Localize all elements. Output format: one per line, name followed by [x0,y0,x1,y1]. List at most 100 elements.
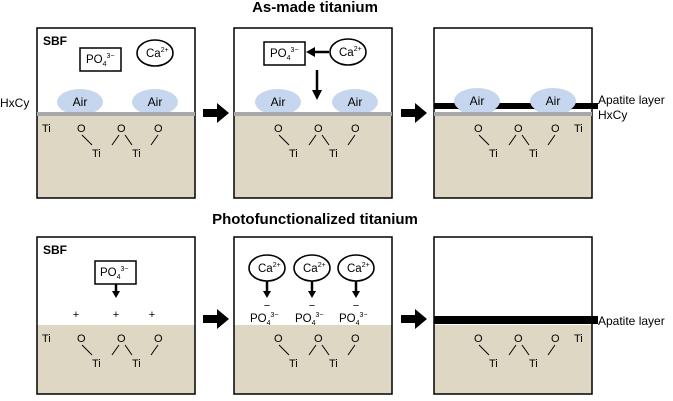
ti-atom-label: Ti [42,333,51,345]
titanium-substrate [234,325,392,394]
o-ti-bond [321,134,330,146]
sbf-label: SBF [43,34,67,48]
air-bubble [530,88,576,114]
phosphate-label: PO43− [86,53,115,68]
positive-charge: + [113,309,119,321]
panel: AirAirAirAirTiOOOTiTi [433,27,598,199]
right-arrow-icon [401,103,427,123]
right-arrow-icon [401,309,427,329]
phosphate-box [263,41,306,66]
oxygen-atom-label: O [551,333,560,345]
air-bubble [132,89,178,115]
oxygen-atom-label: O [117,123,126,135]
ti-atom-label: Ti [92,148,101,160]
oxygen-atom-label: O [77,123,86,135]
titanium-substrate [234,115,392,198]
titanium-substrate [434,325,592,394]
hxcy-layer [37,112,195,116]
label-apatite-layer-top: Apatite layer [598,93,665,107]
ti-atom-label: Ti [42,123,51,135]
oxygen-atom-label: O [551,123,560,135]
right-arrow-icon [203,309,229,329]
titanium-substrate [434,115,592,198]
phosphate-label: PO43− [295,312,324,327]
o-ti-bond [308,344,317,356]
negative-charge: − [309,300,315,312]
calcium-label: Ca2+ [258,262,281,275]
calcium-ion-bubble [329,38,367,66]
o-ti-bond [150,344,159,356]
phosphate-label: PO43− [339,312,368,327]
oxygen-atom-label: O [514,333,523,345]
air-label: Air [470,94,485,108]
ti-atom-label: Ti [529,148,538,160]
ti-atom-label: Ti [289,358,298,370]
panel-frame [36,236,196,395]
o-ti-bond [478,344,490,356]
hxcy-layer [234,112,392,116]
o-ti-bond [81,344,93,356]
oxygen-atom-label: O [77,333,86,345]
positive-charge: + [149,309,155,321]
panel-frame [233,236,393,395]
ti-atom-label: Ti [92,358,101,370]
down-arrow-icon [312,90,322,100]
o-ti-bond [521,134,530,146]
negative-charge: − [353,300,359,312]
air-bubble [255,89,301,115]
o-ti-bond [308,134,317,146]
ti-atom-label: Ti [529,358,538,370]
o-ti-bond [278,134,290,146]
o-ti-bond [508,344,517,356]
phosphate-label: PO43− [270,47,299,62]
oxygen-atom-label: O [314,333,323,345]
ti-atom-label: Ti [132,358,141,370]
air-label: Air [348,95,363,109]
title-as-made: As-made titanium [252,0,378,16]
oxygen-atom-label: O [351,333,360,345]
phosphate-box [79,47,122,72]
apatite-layer [434,103,598,109]
positive-charge: + [73,309,79,321]
label-hxcy-right: HxCy [598,108,627,122]
label-apatite-layer-bottom: Apatite layer [598,314,665,328]
oxygen-atom-label: O [514,123,523,135]
ti-atom-label: Ti [329,148,338,160]
o-ti-bond [278,344,290,356]
titanium-substrate [37,325,195,394]
o-ti-bond [111,134,120,146]
air-label: Air [271,95,286,109]
air-bubble [57,89,103,115]
oxygen-atom-label: O [314,123,323,135]
air-bubble [454,88,500,114]
calcium-label: Ca2+ [339,46,362,59]
o-ti-bond [111,344,120,356]
calcium-label: Ca2+ [347,262,370,275]
right-arrow-icon [203,103,229,123]
air-label: Air [546,94,561,108]
calcium-ion-bubble [136,39,174,67]
down-arrow-icon [112,291,120,298]
title-photofunctionalized: Photofunctionalized titanium [212,211,418,228]
apatite-layer [434,316,598,324]
o-ti-bond [508,134,517,146]
o-ti-bond [347,134,356,146]
o-ti-bond [547,344,556,356]
oxygen-atom-label: O [474,333,483,345]
calcium-label: Ca2+ [146,47,169,60]
ti-atom-label: Ti [289,148,298,160]
o-ti-bond [150,134,159,146]
oxygen-atom-label: O [274,123,283,135]
sbf-label: SBF [43,243,67,257]
panel-frame [433,236,593,395]
left-arrow-icon [306,47,315,57]
o-ti-bond [478,134,490,146]
ti-atom-label: Ti [132,148,141,160]
o-ti-bond [81,134,93,146]
air-label: Air [148,95,163,109]
